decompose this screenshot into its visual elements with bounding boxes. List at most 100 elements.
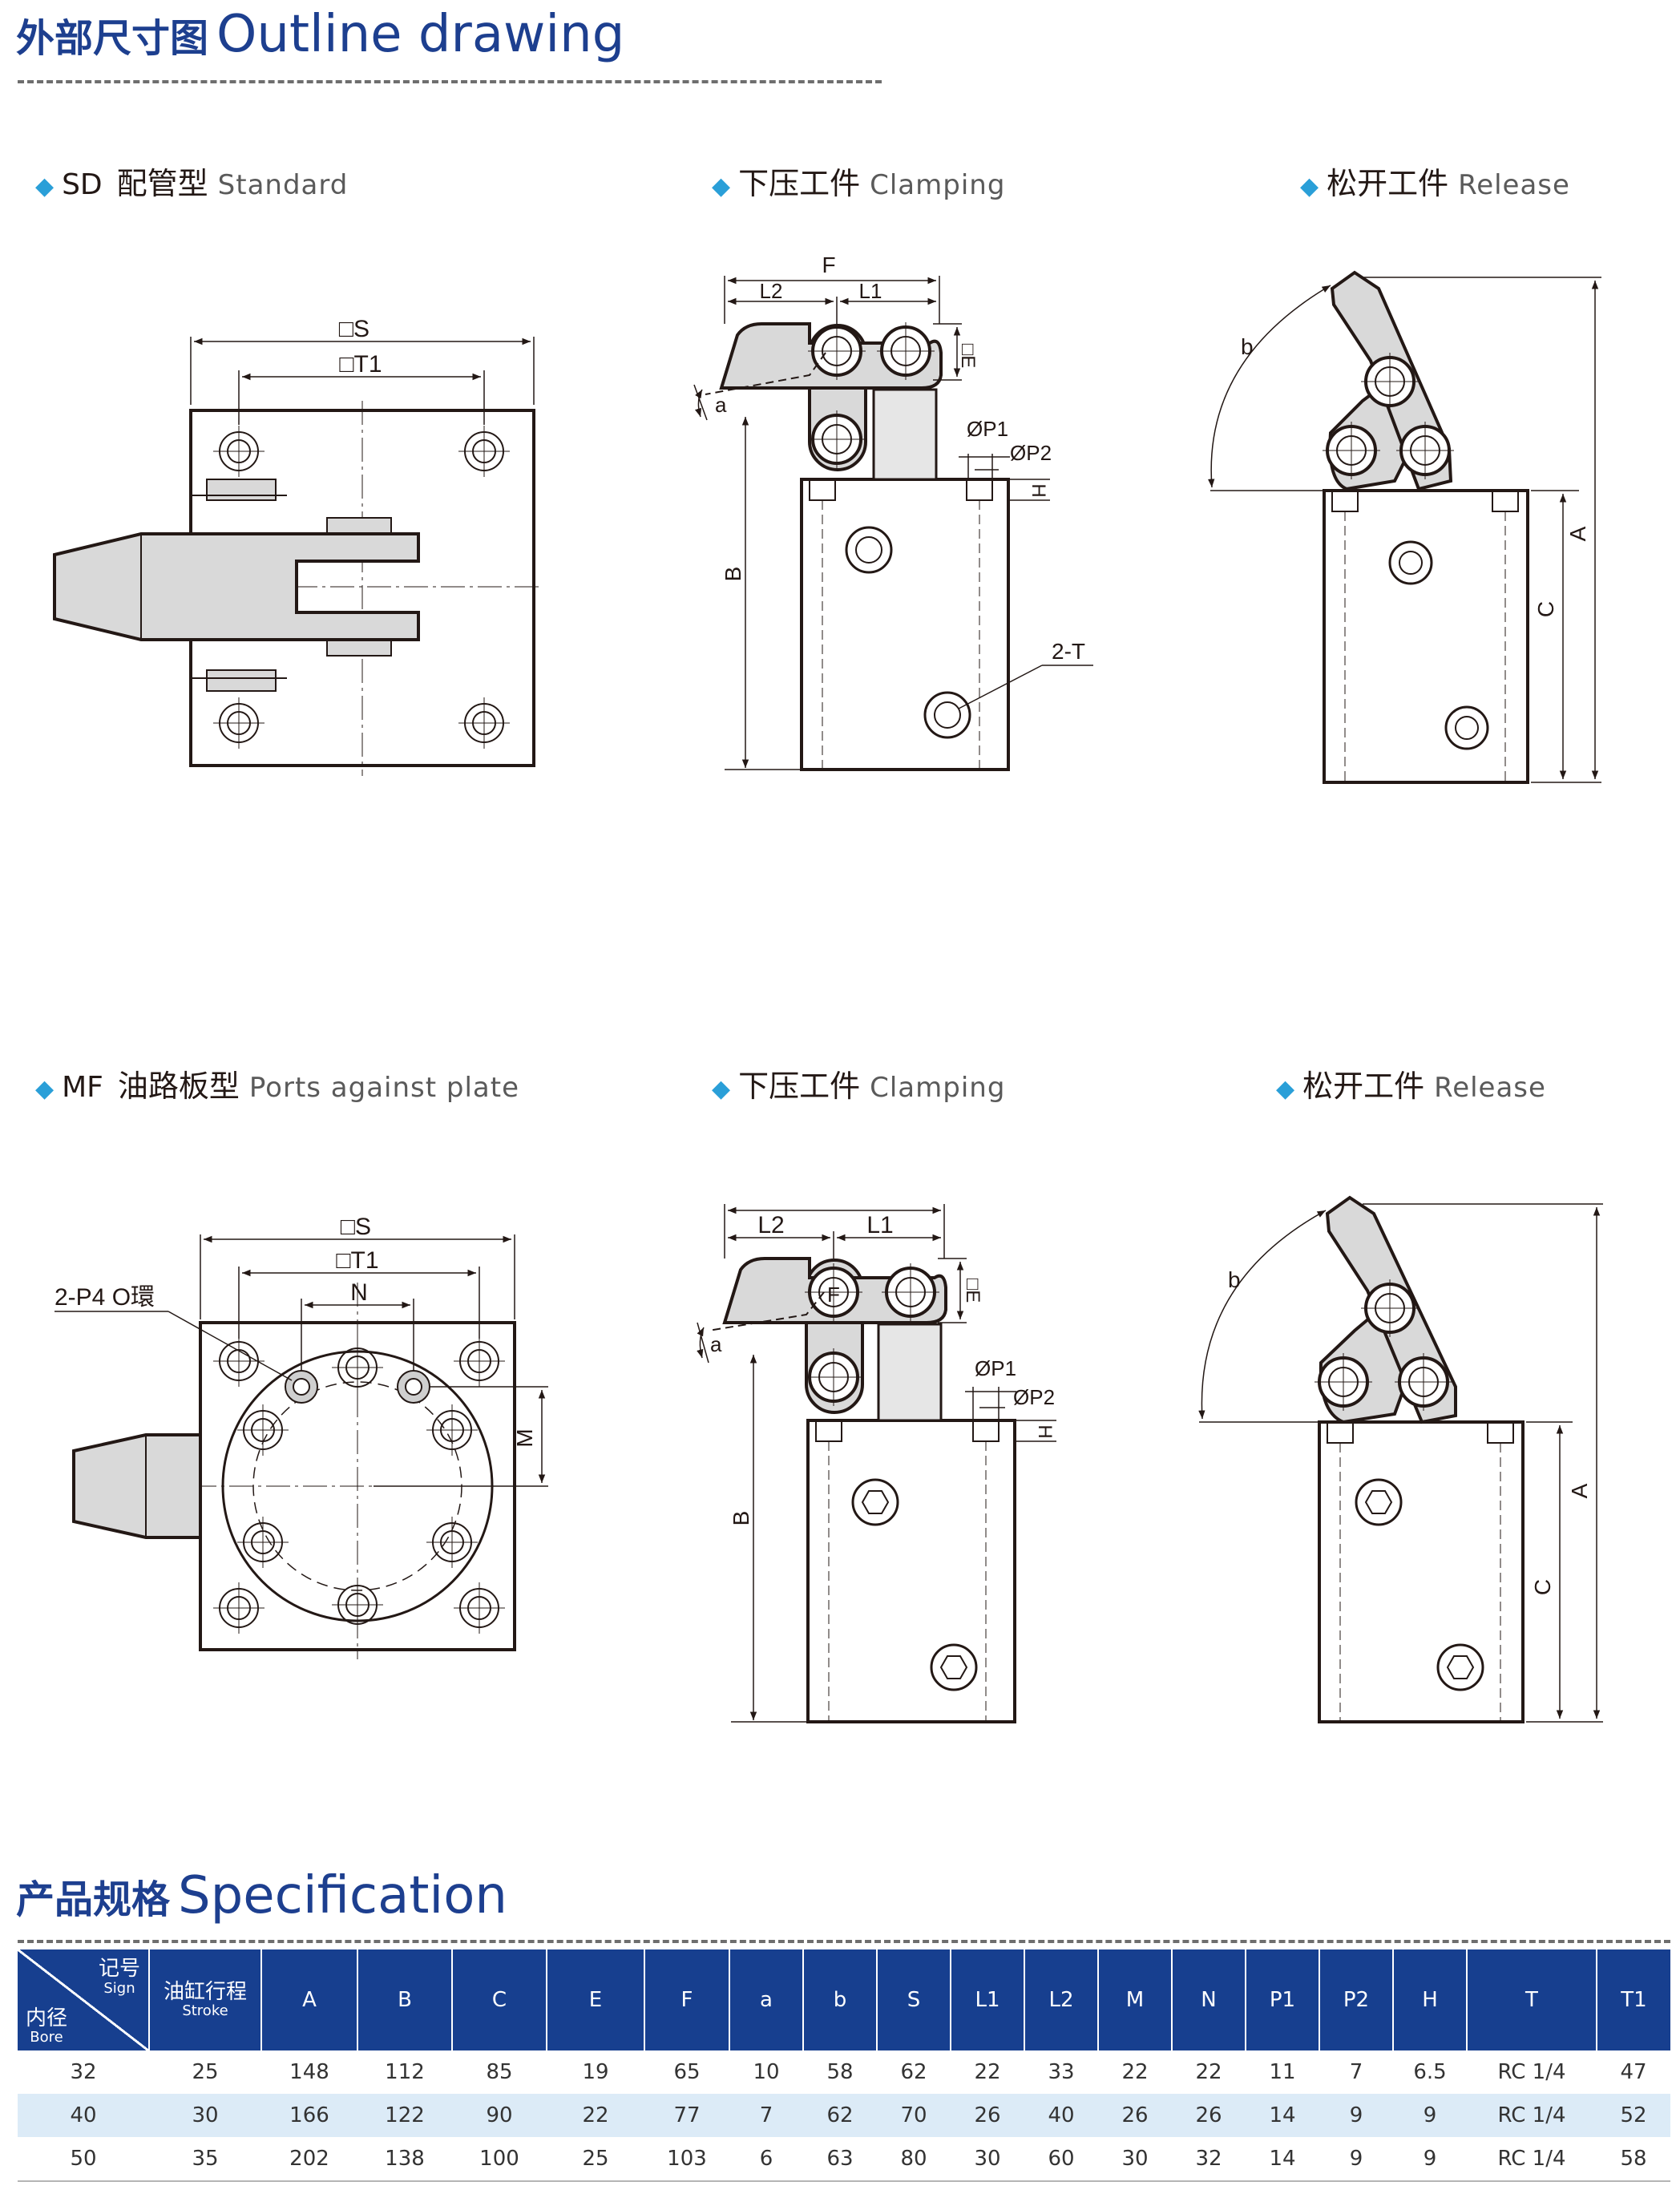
header-cell: L2 xyxy=(1024,1949,1099,2050)
diamond-icon: ◆ xyxy=(1300,172,1319,200)
spec-heading: 产品规格 Specification xyxy=(16,1866,507,1925)
table-cell: 9 xyxy=(1319,2137,1393,2182)
mf-clamp-view xyxy=(708,1257,1016,1723)
header-cell: B xyxy=(357,1949,453,2050)
table-cell: 40 xyxy=(18,2094,149,2137)
spec-title-en: Specification xyxy=(178,1866,507,1925)
table-cell: 148 xyxy=(261,2050,357,2094)
sd-clamp-subtitle: ◆ 下压工件 Clamping xyxy=(712,159,1005,203)
table-cell: 19 xyxy=(547,2050,644,2094)
dim-label-F: F xyxy=(822,253,835,277)
mf-release-cn: 松开工件 xyxy=(1302,1069,1425,1104)
table-cell: 6.5 xyxy=(1393,2050,1467,2094)
header-cell: T1 xyxy=(1597,1949,1670,2050)
table-cell: RC 1/4 xyxy=(1467,2050,1597,2094)
mf-name-cn: 油路板型 xyxy=(117,1069,240,1104)
mf-dim-label-L1: L1 xyxy=(866,1212,893,1238)
header-cell: C xyxy=(452,1949,547,2050)
mf-dim-label-C: C xyxy=(1530,1579,1555,1595)
table-cell: 22 xyxy=(951,2050,1024,2094)
table-cell: 122 xyxy=(357,2094,452,2137)
table-cell: 32 xyxy=(1172,2137,1246,2182)
sd-release-subtitle: ◆ 松开工件 Release xyxy=(1300,159,1570,203)
table-cell: 11 xyxy=(1246,2050,1319,2094)
header-cell: T xyxy=(1467,1949,1597,2050)
dim-label-b: b xyxy=(1241,334,1254,359)
header-cell: M xyxy=(1098,1949,1173,2050)
header-cell: a xyxy=(729,1949,804,2050)
sd-subtitle: ◆ SD 配管型 Standard xyxy=(35,159,348,203)
table-row: 40 30 166 122 90 22 77 7 62 70 26 40 26 … xyxy=(18,2094,1670,2137)
table-cell: 33 xyxy=(1024,2050,1098,2094)
corner-sign: 记号 Sign xyxy=(98,1957,140,1997)
outline-title-en: Outline drawing xyxy=(216,5,625,64)
mf-top-view xyxy=(72,1283,523,1659)
mf-dim-label-P2: ØP2 xyxy=(1013,1385,1055,1409)
dim-label-2T: 2-T xyxy=(1052,639,1085,664)
spec-title-cn: 产品规格 xyxy=(16,1877,171,1922)
mf-dim-label-E: □E xyxy=(962,1279,983,1303)
mf-dim-label-P1: ØP1 xyxy=(975,1356,1016,1380)
table-cell: 40 xyxy=(1024,2094,1098,2137)
table-cell: 58 xyxy=(803,2050,877,2094)
sd-top-view xyxy=(53,401,542,776)
sd-clamp-en: Clamping xyxy=(870,169,1006,201)
mf-dim-label-a: a xyxy=(710,1332,722,1356)
mf-release-dims: A C b xyxy=(1198,1203,1603,1723)
spec-divider xyxy=(18,1940,1670,1943)
mf-top-dims: □S □T1 N M 2-P4 O環 xyxy=(55,1214,548,1487)
mf-clamp-en: Clamping xyxy=(870,1072,1006,1104)
mf-dim-label-A: A xyxy=(1567,1483,1592,1498)
dim-label-B: B xyxy=(721,567,745,582)
table-cell: 30 xyxy=(951,2137,1024,2182)
mf-dim-label-b: b xyxy=(1228,1267,1241,1292)
table-row: 32 25 148 112 85 19 65 10 58 62 22 33 22… xyxy=(18,2050,1670,2094)
mf-dim-label-L2: L2 xyxy=(757,1212,784,1238)
table-cell: 58 xyxy=(1597,2137,1670,2182)
table-row: 50 35 202 138 100 25 103 6 63 80 30 60 3… xyxy=(18,2137,1670,2182)
diamond-icon: ◆ xyxy=(1276,1075,1295,1103)
table-cell: 22 xyxy=(1098,2050,1172,2094)
sd-code: SD xyxy=(62,168,103,201)
dim-label-M: M xyxy=(512,1428,537,1447)
sd-clamp-dims: F L2 L1 □E a B ØP1 ØP2 H 2-T xyxy=(693,253,1093,770)
sd-release-view xyxy=(1321,270,1529,784)
table-cell: 25 xyxy=(149,2050,261,2094)
outline-drawings: □S □T1 F L2 L1 □E a xyxy=(53,253,1603,1723)
table-cell: 62 xyxy=(877,2050,951,2094)
table-cell: 30 xyxy=(1098,2137,1172,2182)
table-cell: 9 xyxy=(1393,2137,1467,2182)
mf-dim-label-B: B xyxy=(729,1511,753,1526)
sd-release-dims: A C b xyxy=(1208,277,1601,783)
mf-dim-label-S: □S xyxy=(341,1214,371,1240)
table-cell: 202 xyxy=(261,2137,357,2182)
table-cell: 100 xyxy=(452,2137,547,2182)
table-cell: 65 xyxy=(644,2050,729,2094)
mf-release-subtitle: ◆ 松开工件 Release xyxy=(1276,1061,1546,1105)
table-cell: 70 xyxy=(877,2094,951,2137)
header-cell: P1 xyxy=(1246,1949,1320,2050)
outline-title-cn: 外部尺寸图 xyxy=(16,16,209,61)
table-cell: 47 xyxy=(1597,2050,1670,2094)
dim-label-T1: □T1 xyxy=(339,351,382,378)
sd-clamp-view xyxy=(705,321,1010,771)
dim-label-H: H xyxy=(1028,483,1049,497)
table-cell: 52 xyxy=(1597,2094,1670,2137)
dim-label-P2: ØP2 xyxy=(1010,441,1052,465)
dim-label-A: A xyxy=(1565,526,1590,541)
outline-divider xyxy=(18,80,882,83)
table-cell: 10 xyxy=(729,2050,803,2094)
table-cell: 80 xyxy=(877,2137,951,2182)
header-cell: A xyxy=(261,1949,358,2050)
mf-clamp-cn: 下压工件 xyxy=(738,1069,861,1104)
dim-label-N: N xyxy=(350,1279,368,1306)
spec-table: 记号 Sign 内径 Bore 油缸行程 Stroke A B C E xyxy=(18,1949,1670,2182)
diamond-icon: ◆ xyxy=(712,172,731,200)
dim-label-P1: ØP1 xyxy=(967,417,1008,441)
sd-clamp-cn: 下压工件 xyxy=(738,166,861,201)
sd-name-cn: 配管型 xyxy=(116,166,208,201)
table-cell: 26 xyxy=(951,2094,1024,2137)
table-cell: 14 xyxy=(1246,2094,1319,2137)
table-cell: 62 xyxy=(803,2094,877,2137)
table-cell: 22 xyxy=(547,2094,644,2137)
